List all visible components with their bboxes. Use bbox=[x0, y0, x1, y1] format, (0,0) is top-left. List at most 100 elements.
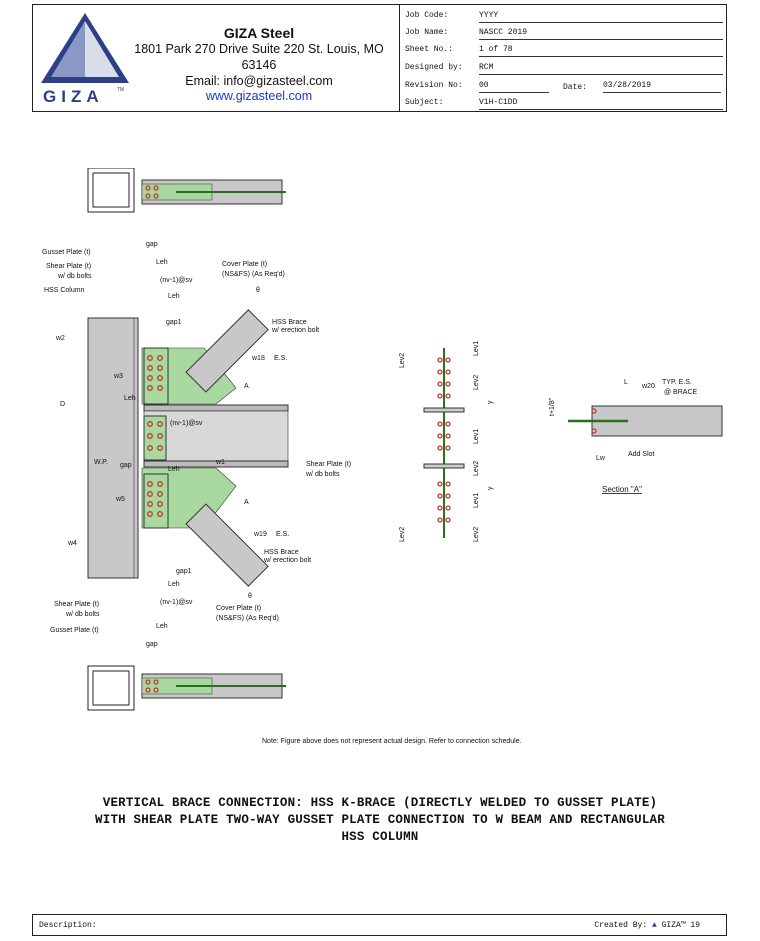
elev-y-1: y bbox=[487, 400, 494, 404]
label-gusset-bottom: Gusset Plate (t) bbox=[50, 627, 99, 634]
label-cover-req-bottom: (NS&FS) (As Req'd) bbox=[216, 615, 279, 622]
label-w19: w19 bbox=[253, 531, 267, 538]
label-gusset-top: Gusset Plate (t) bbox=[42, 249, 91, 256]
elevation-view bbox=[423, 348, 465, 538]
label-w4: w4 bbox=[67, 540, 77, 547]
elev-lev2-5: Lev2 bbox=[473, 527, 480, 542]
company-website[interactable]: www.gizasteel.com bbox=[205, 89, 313, 103]
label-db-top: w/ db bolts bbox=[57, 273, 92, 280]
section-a-detail bbox=[568, 405, 723, 437]
elev-lev2-4: Lev2 bbox=[399, 527, 406, 542]
label-cover-top: Cover Plate (t) bbox=[222, 261, 267, 268]
bottom-column-stub bbox=[87, 665, 286, 711]
label-brace-bottom: HSS Brace bbox=[264, 549, 299, 556]
label-leh-bottom2: Leh bbox=[156, 623, 168, 630]
label-leh-top: Leh bbox=[156, 259, 168, 266]
elev-y-2: y bbox=[487, 486, 494, 490]
label-gap: gap bbox=[120, 462, 132, 469]
sec-lw: Lw bbox=[596, 455, 606, 462]
elev-lev1-2: Lev1 bbox=[473, 429, 480, 444]
date-value: 03/28/2019 bbox=[603, 81, 721, 93]
label-shear-bottom: Shear Plate (t) bbox=[54, 601, 99, 608]
label-d: D bbox=[60, 401, 65, 408]
job-name-value: NASCC 2019 bbox=[479, 28, 723, 40]
label-es-bottom: E.S. bbox=[276, 531, 289, 538]
created-by: Created By: ▲ GIZA™ 19 bbox=[594, 921, 700, 930]
elev-lev1-1: Lev1 bbox=[473, 341, 480, 356]
drawing-caption: VERTICAL BRACE CONNECTION: HSS K-BRACE (… bbox=[30, 795, 730, 846]
label-a-bottom: A bbox=[244, 499, 249, 506]
label-erection-bottom: w/ erection bolt bbox=[263, 557, 311, 564]
elev-lev2-1: Lev2 bbox=[399, 353, 406, 368]
figure-note: Note: Figure above does not represent ac… bbox=[262, 738, 522, 745]
svg-text:GIZA: GIZA bbox=[43, 87, 104, 106]
caption-line-2: WITH SHEAR PLATE TWO-WAY GUSSET PLATE CO… bbox=[95, 813, 665, 827]
caption-line-1: VERTICAL BRACE CONNECTION: HSS K-BRACE (… bbox=[102, 796, 658, 810]
label-wp: W.P. bbox=[94, 459, 108, 466]
giza-small-icon: ▲ bbox=[651, 921, 657, 930]
sec-add-slot: Add Slot bbox=[628, 451, 655, 458]
label-nv-sv-top: (nv-1)@sv bbox=[160, 277, 193, 284]
label-leh-2: Leh bbox=[168, 466, 180, 473]
company-email[interactable]: Email: info@gizasteel.com bbox=[185, 74, 333, 88]
top-column-stub bbox=[87, 168, 286, 213]
date-label: Date: bbox=[563, 83, 588, 92]
upper-hss-brace bbox=[185, 309, 269, 393]
label-w18: w18 bbox=[251, 355, 265, 362]
label-gap1-bottom: gap1 bbox=[176, 568, 192, 575]
title-block-divider bbox=[399, 5, 400, 111]
designed-by-value: RCM bbox=[479, 63, 723, 75]
elev-lev1-3: Lev1 bbox=[473, 493, 480, 508]
company-info: GIZA Steel 1801 Park 270 Drive Suite 220… bbox=[119, 25, 399, 103]
sec-t18: t+1/8" bbox=[549, 397, 556, 416]
connection-drawing: Gusset Plate (t) Shear Plate (t) w/ db b… bbox=[42, 168, 723, 745]
label-db-bottom: w/ db bolts bbox=[65, 611, 100, 618]
label-shear-plate: Shear Plate (t) bbox=[306, 461, 351, 468]
sec-typ-es: TYP. E.S. bbox=[662, 379, 692, 386]
w-beam bbox=[143, 404, 289, 468]
sec-at-brace: @ BRACE bbox=[664, 389, 697, 396]
giza-logo: GIZA TM bbox=[41, 13, 129, 106]
label-w1: w1 bbox=[215, 459, 225, 466]
footer-bar: Description: Created By: ▲ GIZA™ 19 bbox=[32, 914, 727, 936]
label-brace-top: HSS Brace bbox=[272, 319, 307, 326]
main-bolt-groups bbox=[147, 355, 163, 517]
label-w5: w5 bbox=[115, 496, 125, 503]
beam-shear-plate bbox=[143, 415, 167, 461]
elev-lev2-2: Lev2 bbox=[473, 375, 480, 390]
caption-line-3: HSS COLUMN bbox=[341, 830, 419, 844]
title-block: GIZA TM GIZA Steel 1801 Park 270 Drive S… bbox=[32, 4, 727, 112]
sec-w20: w20 bbox=[641, 383, 655, 390]
hss-column bbox=[87, 317, 139, 579]
company-name: GIZA Steel bbox=[223, 25, 295, 41]
label-gap-bottom: gap bbox=[146, 641, 158, 648]
revision-label: Revision No: bbox=[405, 81, 463, 90]
description-label: Description: bbox=[39, 921, 97, 930]
label-leh-1: Leh bbox=[124, 395, 136, 402]
job-code-value: YYYY bbox=[479, 11, 723, 23]
lower-hss-brace bbox=[185, 503, 269, 587]
created-by-label: Created By: bbox=[594, 921, 648, 930]
label-cover-req-top: (NS&FS) (As Req'd) bbox=[222, 271, 285, 278]
label-a-top: A bbox=[244, 383, 249, 390]
bottom-stub-bolts bbox=[145, 679, 159, 693]
job-code-label: Job Code: bbox=[405, 11, 449, 20]
subject-label: Subject: bbox=[405, 98, 444, 107]
label-w2: w2 bbox=[55, 335, 65, 342]
label-es-top: E.S. bbox=[274, 355, 287, 362]
label-theta-bottom: θ bbox=[248, 593, 252, 600]
label-leh-top2: Leh bbox=[168, 293, 180, 300]
label-gap1-top: gap1 bbox=[166, 319, 182, 326]
label-gap-top: gap bbox=[146, 241, 158, 248]
label-erection-top: w/ erection bolt bbox=[271, 327, 319, 334]
designed-by-label: Designed by: bbox=[405, 63, 463, 72]
sheet-no-label: Sheet No.: bbox=[405, 45, 454, 54]
top-stub-bolts bbox=[145, 185, 159, 199]
drawing-labels: Gusset Plate (t) Shear Plate (t) w/ db b… bbox=[42, 241, 522, 745]
label-leh-bottom: Leh bbox=[168, 581, 180, 588]
revision-value: 00 bbox=[479, 81, 549, 93]
label-shear-top: Shear Plate (t) bbox=[46, 263, 91, 270]
label-theta-top: θ bbox=[256, 287, 260, 294]
created-by-value: GIZA™ 19 bbox=[661, 921, 700, 930]
elev-lev2-3: Lev2 bbox=[473, 461, 480, 476]
